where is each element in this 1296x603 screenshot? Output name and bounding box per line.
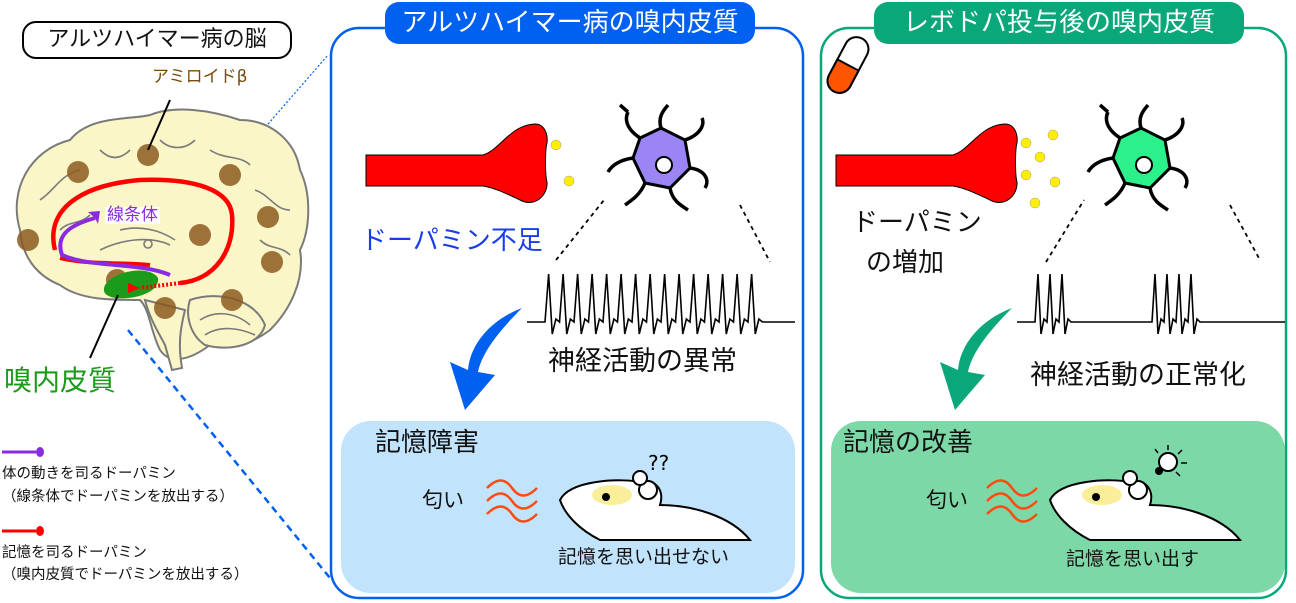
dopamine-increase-label-line2: の増加 — [866, 248, 945, 278]
lightbulb-icon — [1154, 445, 1187, 477]
zoom-connector-bottom — [127, 329, 331, 579]
zoom-line — [1229, 204, 1261, 261]
brain-sulci — [39, 139, 291, 336]
recall-caption: 記憶を思い出す — [1066, 548, 1200, 570]
entorhinal-pointer — [89, 294, 119, 359]
brain-title: アルツハイマー病の脳 — [22, 21, 292, 59]
cannot-recall-caption: 記憶を思い出せない — [558, 546, 730, 568]
down-arrow-green — [940, 308, 1012, 410]
right-panel-title: レボドパ投与後の嗅内皮質 — [874, 2, 1244, 44]
legend-motor-line2: （線条体でドーパミンを放出する） — [2, 489, 234, 505]
dopamine-vesicle — [550, 139, 562, 151]
legend-motor-line1: 体の動きを司るドーパミン — [2, 466, 176, 482]
memory-improvement-title: 記憶の改善 — [843, 428, 974, 458]
entorhinal-cortex-label: 嗅内皮質 — [4, 364, 117, 397]
legend-purple-line — [2, 447, 44, 457]
abnormal-activity-label: 神経活動の異常 — [548, 346, 737, 377]
amyloid-pointer — [147, 99, 171, 151]
smell-waves-left — [486, 479, 538, 523]
levodopa-pill-icon — [826, 36, 870, 94]
dopamine-increase-label-line1: ドーパミン — [852, 208, 982, 238]
smell-label-right: 匂い — [926, 488, 968, 512]
legend-red-line — [2, 526, 44, 536]
memory-dopamine-dotted — [139, 281, 181, 290]
axon-terminal-right — [835, 123, 1018, 203]
amyloid-plaques — [17, 144, 283, 319]
axon-terminal-left — [365, 123, 548, 203]
memory-impairment-title: 記憶障害 — [375, 428, 480, 458]
memory-dopamine-terminal — [128, 283, 140, 293]
confused-mouse: ?? — [558, 451, 753, 541]
smell-waves-right — [986, 479, 1038, 523]
spike-trace-abnormal — [527, 273, 795, 335]
dopamine-vesicle — [563, 175, 575, 187]
motor-dopamine-terminal — [88, 211, 100, 224]
zoom-line — [739, 204, 771, 263]
normalized-activity-label: 神経活動の正常化 — [1030, 360, 1246, 391]
spike-trace-normal — [1017, 273, 1285, 335]
amyloid-beta-label: アミロイドβ — [152, 67, 248, 87]
neuron-left — [606, 103, 709, 212]
motor-dopamine-pathway — [58, 216, 171, 277]
question-marks-icon: ?? — [648, 451, 669, 475]
striatum-label: 線条体 — [105, 205, 160, 225]
neuron-right — [1086, 103, 1189, 212]
brain-stem — [143, 298, 187, 372]
legend-memory-line2: （嗅内皮質でドーパミンを放出する） — [2, 567, 249, 583]
zoom-line — [555, 199, 605, 261]
left-panel-title: アルツハイマー病の嗅内皮質 — [385, 2, 755, 44]
legend-memory-line1: 記憶を司るドーパミン — [2, 545, 147, 561]
down-arrow-blue — [450, 308, 522, 410]
dopamine-vesicles-right — [1020, 129, 1061, 209]
dopamine-deficiency-label: ドーパミン不足 — [361, 226, 543, 256]
recalling-mouse — [1048, 470, 1243, 541]
memory-dopamine-pathway — [51, 177, 235, 286]
smell-label-left: 匂い — [422, 488, 464, 512]
